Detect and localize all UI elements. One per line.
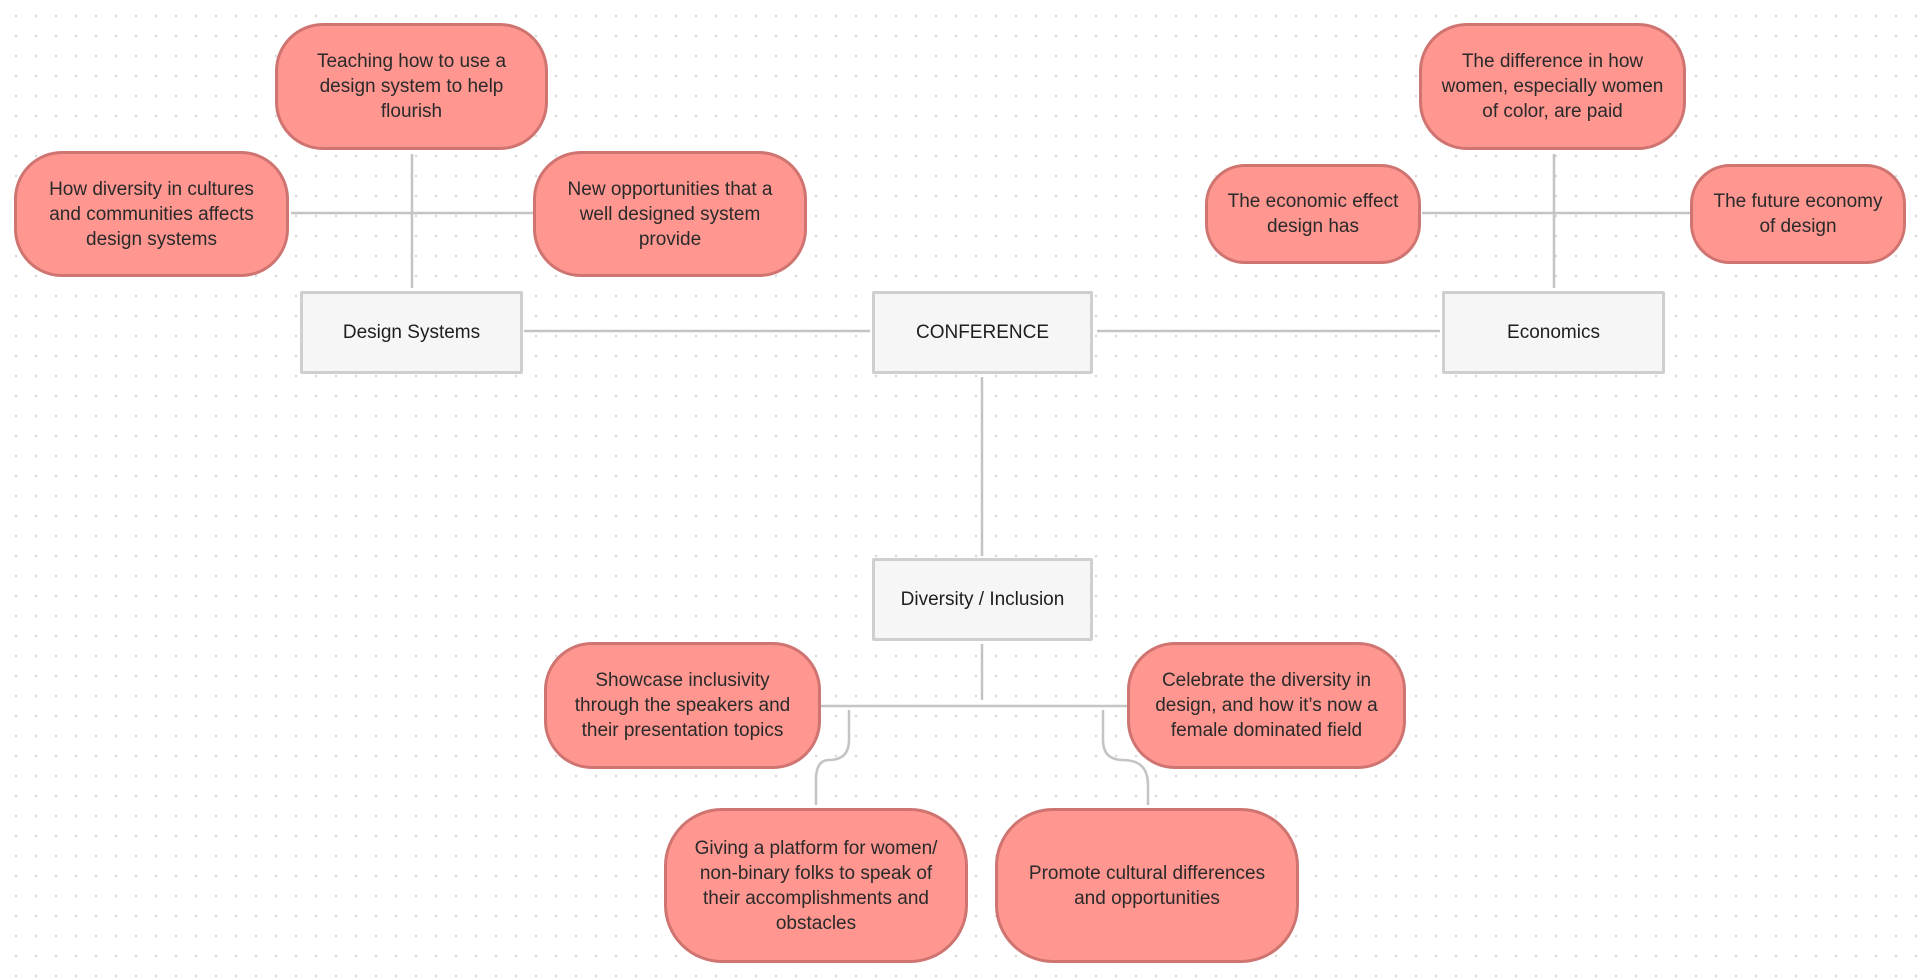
sticky-note-text: Promote cultural differences and opportu… [1028,862,1266,909]
topic-center[interactable]: CONFERENCE [872,291,1093,374]
sticky-note-diversity-2[interactable]: Celebrate the diversity in design, and h… [1127,642,1406,769]
topic-design-systems[interactable]: Design Systems [300,291,523,374]
sticky-note-design-systems-1[interactable]: Teaching how to use a design system to h… [275,23,548,150]
topic-diversity[interactable]: Diversity / Inclusion [872,558,1093,641]
connector-diversity-curve-right[interactable] [1101,710,1150,805]
sticky-note-economics-1[interactable]: The difference in how women, especially … [1419,23,1686,150]
sticky-note-text: How diversity in cultures and communitie… [49,178,254,250]
sticky-note-text: Showcase inclusivity through the speaker… [574,670,791,741]
sticky-note-design-systems-2[interactable]: How diversity in cultures and communitie… [14,151,289,277]
topic-diversity-label: Diversity / Inclusion [900,588,1065,610]
sticky-note-text: The future economy of design [1713,191,1883,237]
topic-economics-label: Economics [1507,321,1600,343]
sticky-note-design-systems-3[interactable]: New opportunities that a well designed s… [533,151,807,277]
sticky-note-diversity-4[interactable]: Promote cultural differences and opportu… [995,808,1299,963]
sticky-note-economics-3[interactable]: The future economy of design [1690,164,1906,264]
sticky-note-diversity-3[interactable]: Giving a platform for women/ non-binary … [664,808,968,963]
topic-design-systems-label: Design Systems [342,321,481,343]
sticky-note-text: Teaching how to use a design system to h… [316,51,507,122]
topic-center-label: CONFERENCE [915,321,1049,343]
sticky-note-economics-2[interactable]: The economic effect design has [1205,164,1421,264]
topic-economics[interactable]: Economics [1442,291,1665,374]
sticky-note-text: Giving a platform for women/ non-binary … [694,837,938,934]
sticky-note-text: The economic effect design has [1227,191,1399,237]
sticky-note-diversity-1[interactable]: Showcase inclusivity through the speaker… [544,642,821,769]
sticky-note-text: Celebrate the diversity in design, and h… [1155,670,1378,741]
connector-diversity-curve-left[interactable] [814,710,851,805]
sticky-note-text: New opportunities that a well designed s… [567,178,773,250]
sticky-note-text: The difference in how women, especially … [1441,51,1664,122]
